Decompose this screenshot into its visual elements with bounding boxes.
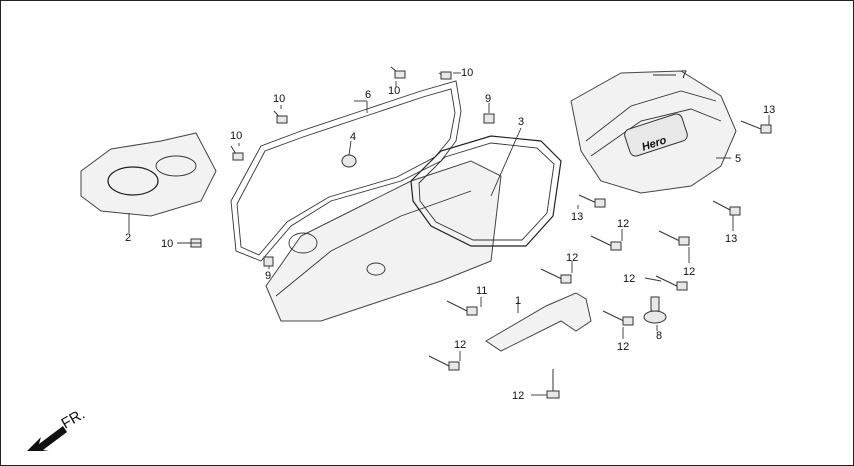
callout-13-right: 13: [725, 233, 737, 245]
callout-12-c: 12: [566, 252, 578, 264]
callout-7: 7: [681, 69, 687, 81]
callout-11: 11: [476, 285, 487, 297]
callout-12-d: 12: [623, 273, 635, 285]
callout-10-mid: 10: [273, 93, 285, 105]
bolts: [181, 66, 772, 399]
callout-12-f: 12: [454, 339, 466, 351]
part-1-bracket: [485, 292, 592, 352]
arrow-icon: [27, 426, 67, 451]
callout-5: 5: [735, 153, 741, 165]
callout-9-top: 9: [485, 93, 491, 105]
callout-10-top-left: 10: [388, 85, 400, 97]
callout-10-bottom: 10: [161, 238, 173, 250]
callout-8: 8: [656, 330, 662, 342]
callout-10-top-right: 10: [461, 67, 473, 79]
crankcase-cover: [265, 160, 502, 322]
part-6-gasket: [230, 80, 462, 262]
callout-2: 2: [125, 232, 131, 244]
callout-labels: 1 2 3 4 5 6 7 8 9 9 10 10 10 10 10 11 12…: [125, 67, 775, 402]
callout-12-g: 12: [512, 390, 524, 402]
part-2-plate: [80, 132, 217, 229]
callout-9-bottom: 9: [265, 270, 271, 282]
callout-12-a: 12: [617, 218, 629, 230]
callout-3: 3: [518, 116, 524, 128]
part-3-seal: [410, 127, 562, 247]
callout-13-top: 13: [763, 104, 775, 116]
callout-6: 6: [365, 89, 371, 101]
part-4-plug: [341, 140, 357, 168]
leader-lines: [128, 72, 770, 396]
callout-4: 4: [350, 131, 356, 143]
callout-12-b: 12: [683, 266, 695, 278]
part-5-outer-cover: Hero: [570, 70, 737, 194]
front-direction-indicator: FR.: [27, 406, 88, 451]
part-8-knob: [643, 296, 667, 331]
callout-10-left: 10: [230, 130, 242, 142]
callout-1: 1: [515, 295, 521, 307]
callout-13-left: 13: [571, 211, 583, 223]
callout-12-e: 12: [617, 341, 629, 353]
